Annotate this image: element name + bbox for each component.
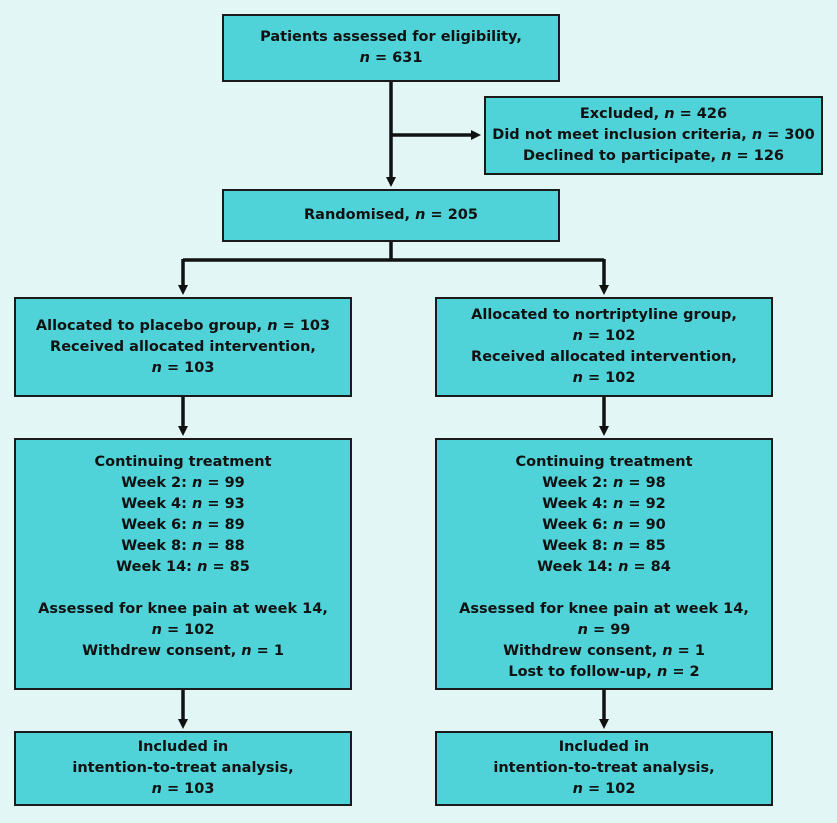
nortriptyline-lost-line: Lost to follow-up, n = 2 xyxy=(508,664,700,680)
box-assessed-for-eligibility: Patients assessed for eligibility, n = 6… xyxy=(222,14,560,82)
nortriptyline-week-line: Week 8: n = 85 xyxy=(542,538,666,554)
placebo-week-line: Week 6: n = 89 xyxy=(121,517,245,533)
box-placebo-continuing-treatment: Continuing treatment Week 2: n = 99 Week… xyxy=(14,438,352,690)
nortriptyline-week-line: Week 14: n = 84 xyxy=(537,559,671,575)
placebo-itt-line: intention-to-treat analysis, xyxy=(72,760,294,776)
box-placebo-allocation: Allocated to placebo group, n = 103 Rece… xyxy=(14,297,352,397)
nortriptyline-withdrew-line: Withdrew consent, n = 1 xyxy=(503,643,705,659)
box-placebo-included: Included in intention-to-treat analysis,… xyxy=(14,731,352,806)
randomised-line: Randomised, n = 205 xyxy=(304,207,478,223)
assessed-n: 631 xyxy=(392,50,423,66)
nortriptyline-continuing-title: Continuing treatment xyxy=(515,454,693,470)
placebo-continuing-title: Continuing treatment xyxy=(94,454,272,470)
nortriptyline-itt-line: intention-to-treat analysis, xyxy=(493,760,715,776)
nortriptyline-assessed-line: Assessed for knee pain at week 14, xyxy=(459,601,749,617)
nortriptyline-included-n-line: n = 102 xyxy=(572,781,636,797)
box-nortriptyline-continuing-treatment: Continuing treatment Week 2: n = 98 Week… xyxy=(435,438,773,690)
box-nortriptyline-included: Included in intention-to-treat analysis,… xyxy=(435,731,773,806)
assessed-n-line: n = 631 xyxy=(359,50,423,66)
placebo-included-n-line: n = 103 xyxy=(151,781,215,797)
placebo-received-n-line: n = 103 xyxy=(151,359,215,376)
nortriptyline-week-line: Week 6: n = 90 xyxy=(542,517,666,533)
excluded-line: Excluded, n = 426 xyxy=(579,106,728,122)
not-meet-criteria-line: Did not meet inclusion criteria, n = 300 xyxy=(492,127,815,143)
assessed-line: Patients assessed for eligibility, xyxy=(260,29,522,45)
nortriptyline-included-line: Included in xyxy=(558,739,650,755)
placebo-week-line: Week 14: n = 85 xyxy=(116,559,250,575)
nortriptyline-allocated-line: Allocated to nortriptyline group, xyxy=(471,307,737,323)
nortriptyline-week-line: Week 2: n = 98 xyxy=(542,475,666,491)
placebo-assessed-line: Assessed for knee pain at week 14, xyxy=(38,601,328,617)
declined-line: Declined to participate, n = 126 xyxy=(522,148,785,164)
box-excluded: Excluded, n = 426 Did not meet inclusion… xyxy=(484,96,823,175)
placebo-week-line: Week 2: n = 99 xyxy=(121,475,245,491)
nortriptyline-week-line: Week 4: n = 92 xyxy=(542,496,666,512)
nortriptyline-assessed-n-line: n = 99 xyxy=(577,622,631,638)
nortriptyline-allocated-n-line: n = 102 xyxy=(572,328,636,344)
box-randomised: Randomised, n = 205 xyxy=(222,189,560,242)
placebo-week-line: Week 8: n = 88 xyxy=(121,538,245,554)
box-nortriptyline-allocation: Allocated to nortriptyline group, n = 10… xyxy=(435,297,773,397)
nortriptyline-received-line: Received allocated intervention, xyxy=(471,349,737,365)
placebo-week-line: Week 4: n = 93 xyxy=(121,496,245,512)
nortriptyline-received-n-line: n = 102 xyxy=(572,370,636,386)
placebo-assessed-n-line: n = 102 xyxy=(151,622,215,638)
placebo-received-line: Received allocated intervention, xyxy=(50,338,316,355)
placebo-withdrew-line: Withdrew consent, n = 1 xyxy=(82,643,284,659)
placebo-included-line: Included in xyxy=(137,739,229,755)
placebo-allocated-line: Allocated to placebo group, n = 103 xyxy=(35,317,331,334)
